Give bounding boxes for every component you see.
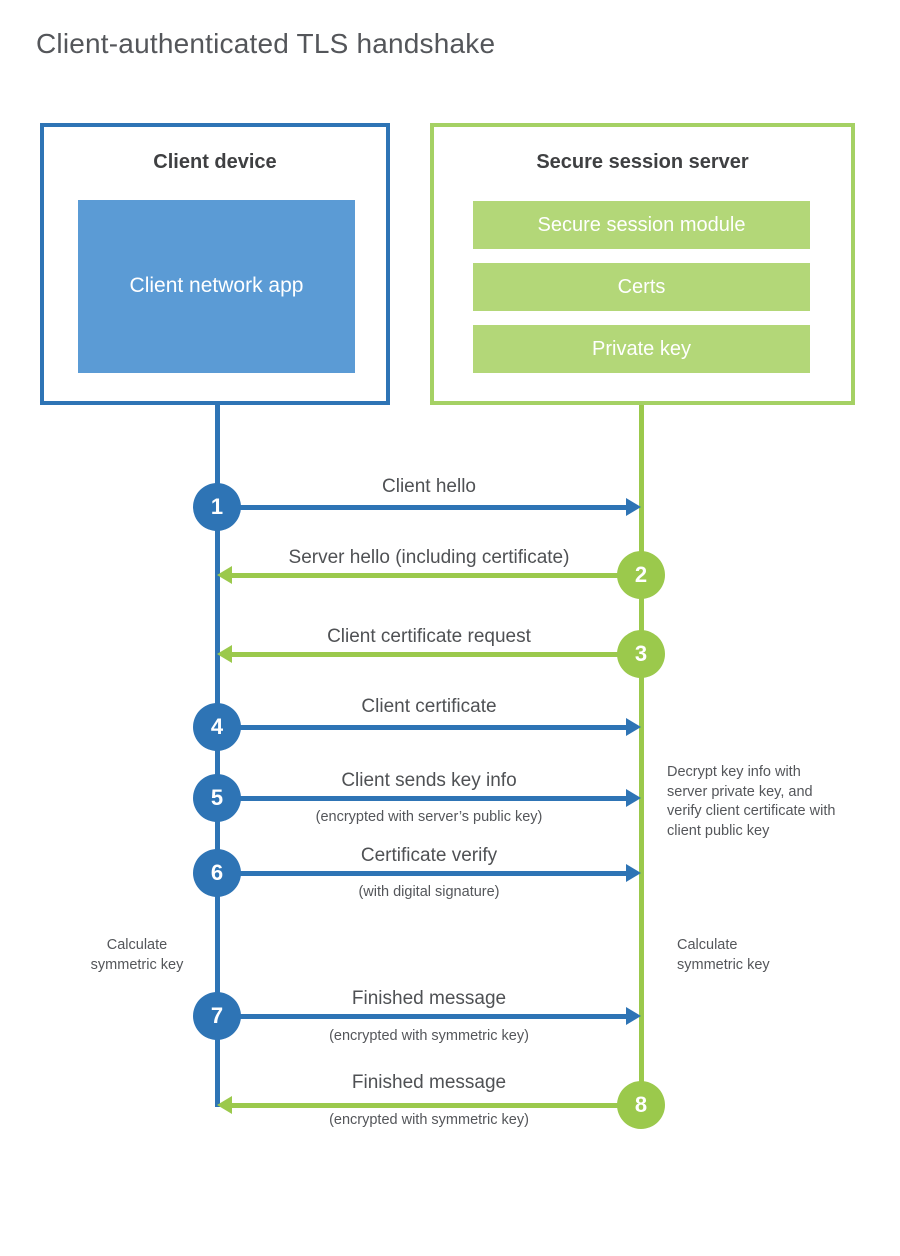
client-device-title: Client device (153, 151, 277, 173)
secure-session-module: Secure session module (473, 201, 810, 249)
secure-session-server-title: Secure session server (536, 151, 749, 173)
private-key-module: Private key (473, 325, 810, 373)
step-number-badge: 5 (193, 774, 241, 822)
message-label: Server hello (including certificate) (288, 547, 570, 568)
arrow-left-icon (217, 566, 232, 584)
message-label: Client sends key info (341, 770, 517, 791)
client-network-app-module: Client network app (78, 200, 355, 373)
arrow-line (217, 1014, 626, 1019)
decrypt-key-note: Decrypt key info with server private key… (667, 764, 836, 839)
step-number-badge: 1 (193, 483, 241, 531)
arrow-line (232, 1103, 641, 1108)
secure-session-server-box: Secure session server Secure session mod… (430, 123, 855, 405)
server-lifeline (639, 405, 644, 1107)
step-number-badge: 6 (193, 849, 241, 897)
client-network-app-label: Client network app (129, 274, 304, 298)
arrow-line (217, 871, 626, 876)
client-lifeline (215, 405, 220, 1107)
message-label: Finished message (351, 1072, 507, 1093)
message-sublabel: (encrypted with symmetric key) (329, 1112, 529, 1128)
arrow-right-icon (626, 864, 641, 882)
arrow-left-icon (217, 1096, 232, 1114)
arrow-right-icon (626, 718, 641, 736)
calculate-symmetric-key-note-client: Calculate symmetric key (90, 937, 184, 973)
step-number-badge: 3 (617, 630, 665, 678)
message-label: Certificate verify (360, 845, 498, 866)
arrow-line (232, 652, 641, 657)
message-sublabel: (with digital signature) (358, 884, 500, 900)
arrow-line (217, 725, 626, 730)
arrow-right-icon (626, 789, 641, 807)
step-number-badge: 7 (193, 992, 241, 1040)
step-number-badge: 8 (617, 1081, 665, 1129)
arrow-right-icon (626, 498, 641, 516)
message-label: Client certificate request (327, 626, 531, 647)
certs-module: Certs (473, 263, 810, 311)
arrow-left-icon (217, 645, 232, 663)
message-label: Finished message (351, 988, 507, 1009)
message-label: Client hello (382, 476, 476, 497)
arrow-line (217, 505, 626, 510)
message-sublabel: (encrypted with symmetric key) (329, 1028, 529, 1044)
arrow-line (232, 573, 641, 578)
step-number-badge: 2 (617, 551, 665, 599)
message-sublabel: (encrypted with server’s public key) (315, 809, 543, 825)
arrow-line (217, 796, 626, 801)
page-title: Client-authenticated TLS handshake (36, 28, 496, 59)
client-device-box: Client device Client network app (40, 123, 390, 405)
step-number-badge: 4 (193, 703, 241, 751)
calculate-symmetric-key-note-server: Calculate symmetric key (677, 937, 770, 973)
message-label: Client certificate (361, 696, 497, 717)
arrow-right-icon (626, 1007, 641, 1025)
